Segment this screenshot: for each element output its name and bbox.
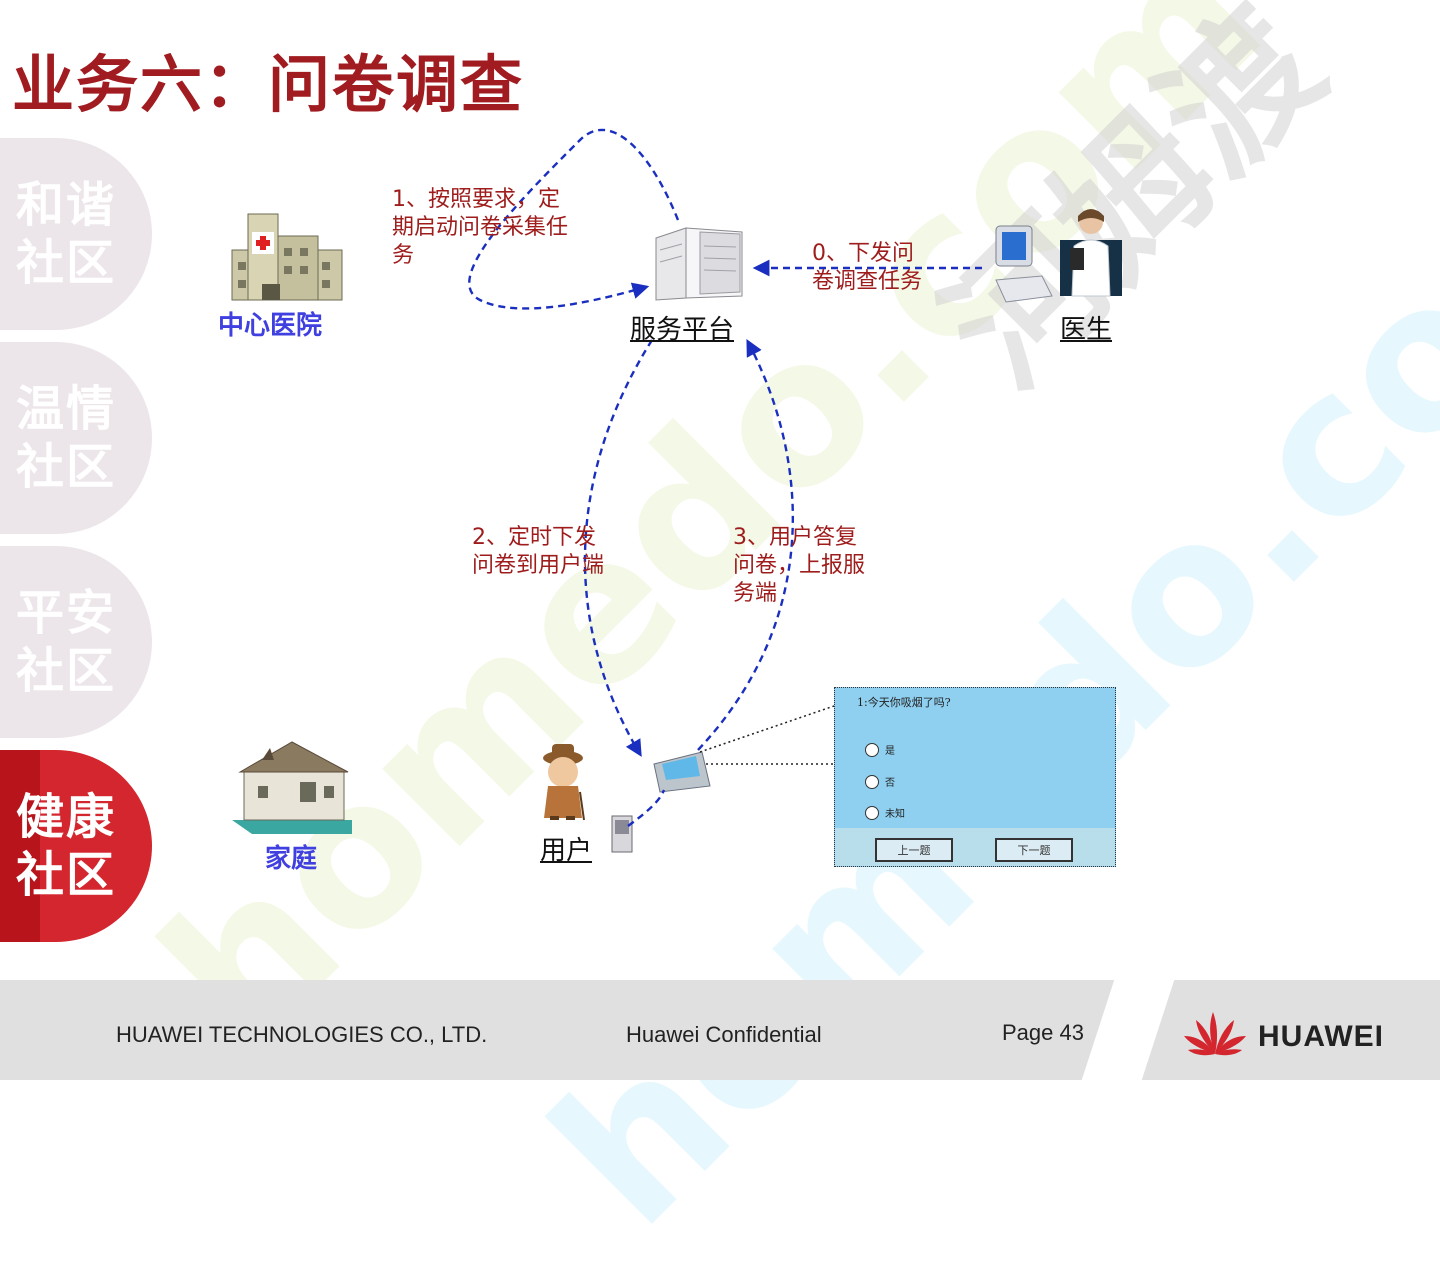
sidebar-item-label: 和谐 社区	[16, 177, 117, 291]
option-label: 否	[885, 778, 895, 789]
option-no[interactable]: 否	[865, 774, 895, 789]
sidebar-item-health[interactable]: 健康 社区	[0, 750, 152, 942]
slide-title: 业务六：问卷调查	[12, 48, 525, 121]
terminal-device-icon	[611, 815, 633, 853]
step-3-label: 3、用户答复 问卷，上报服 务端	[733, 525, 866, 606]
doctor-label: 医生	[1060, 315, 1113, 345]
flow-diagram	[231, 128, 1122, 853]
company-name: HUAWEI TECHNOLOGIES CO., LTD.	[116, 1022, 488, 1047]
huawei-logo-text: HUAWEI	[1258, 1020, 1384, 1053]
sidebar-item-label: 平安 社区	[16, 585, 117, 699]
option-yes[interactable]: 是	[865, 742, 895, 757]
elderly-user-icon	[543, 744, 585, 821]
prev-question-button[interactable]: 上一题	[875, 838, 953, 862]
radio-icon[interactable]	[865, 742, 879, 757]
user-label: 用户	[540, 836, 593, 866]
confidential-label: Huawei Confidential	[626, 1022, 822, 1047]
page-number: Page 43	[1002, 1020, 1084, 1045]
step-0-label: 0、下发问 卷调查任务	[812, 241, 923, 294]
step-1-label: 1、按照要求，定 期启动问卷采集任 务	[392, 187, 569, 268]
platform-label: 服务平台	[630, 315, 735, 345]
option-label: 未知	[885, 809, 905, 820]
option-unknown[interactable]: 未知	[865, 805, 905, 820]
sidebar-item-safety[interactable]: 平安 社区	[0, 546, 152, 738]
home-label: 家庭	[265, 844, 318, 874]
step-2-label: 2、定时下发 问卷到用户端	[472, 525, 605, 578]
sidebar-item-label: 健康 社区	[16, 789, 117, 903]
sidebar-item-warmth[interactable]: 温情 社区	[0, 342, 152, 534]
sidebar-item-label: 温情 社区	[16, 381, 117, 495]
huawei-logo-icon	[1184, 1012, 1246, 1056]
radio-icon[interactable]	[865, 774, 879, 789]
next-question-button[interactable]: 下一题	[995, 838, 1073, 862]
slide-footer: HUAWEI TECHNOLOGIES CO., LTD. Huawei Con…	[0, 980, 1440, 1080]
hospital-icon	[231, 213, 343, 301]
option-label: 是	[885, 746, 895, 757]
server-icon	[655, 227, 743, 301]
footer-divider	[1081, 980, 1175, 1080]
house-icon	[232, 741, 352, 834]
questionnaire-screen: 1:今天你吸烟了吗? 是 否 未知 上一题 下一题	[834, 687, 1116, 867]
radio-icon[interactable]	[865, 805, 879, 820]
question-text: 1:今天你吸烟了吗?	[857, 696, 951, 709]
hospital-label: 中心医院	[218, 311, 323, 341]
sidebar-item-harmony[interactable]: 和谐 社区	[0, 138, 152, 330]
doctor-icon	[995, 209, 1122, 303]
tablet-device-icon	[653, 751, 711, 793]
